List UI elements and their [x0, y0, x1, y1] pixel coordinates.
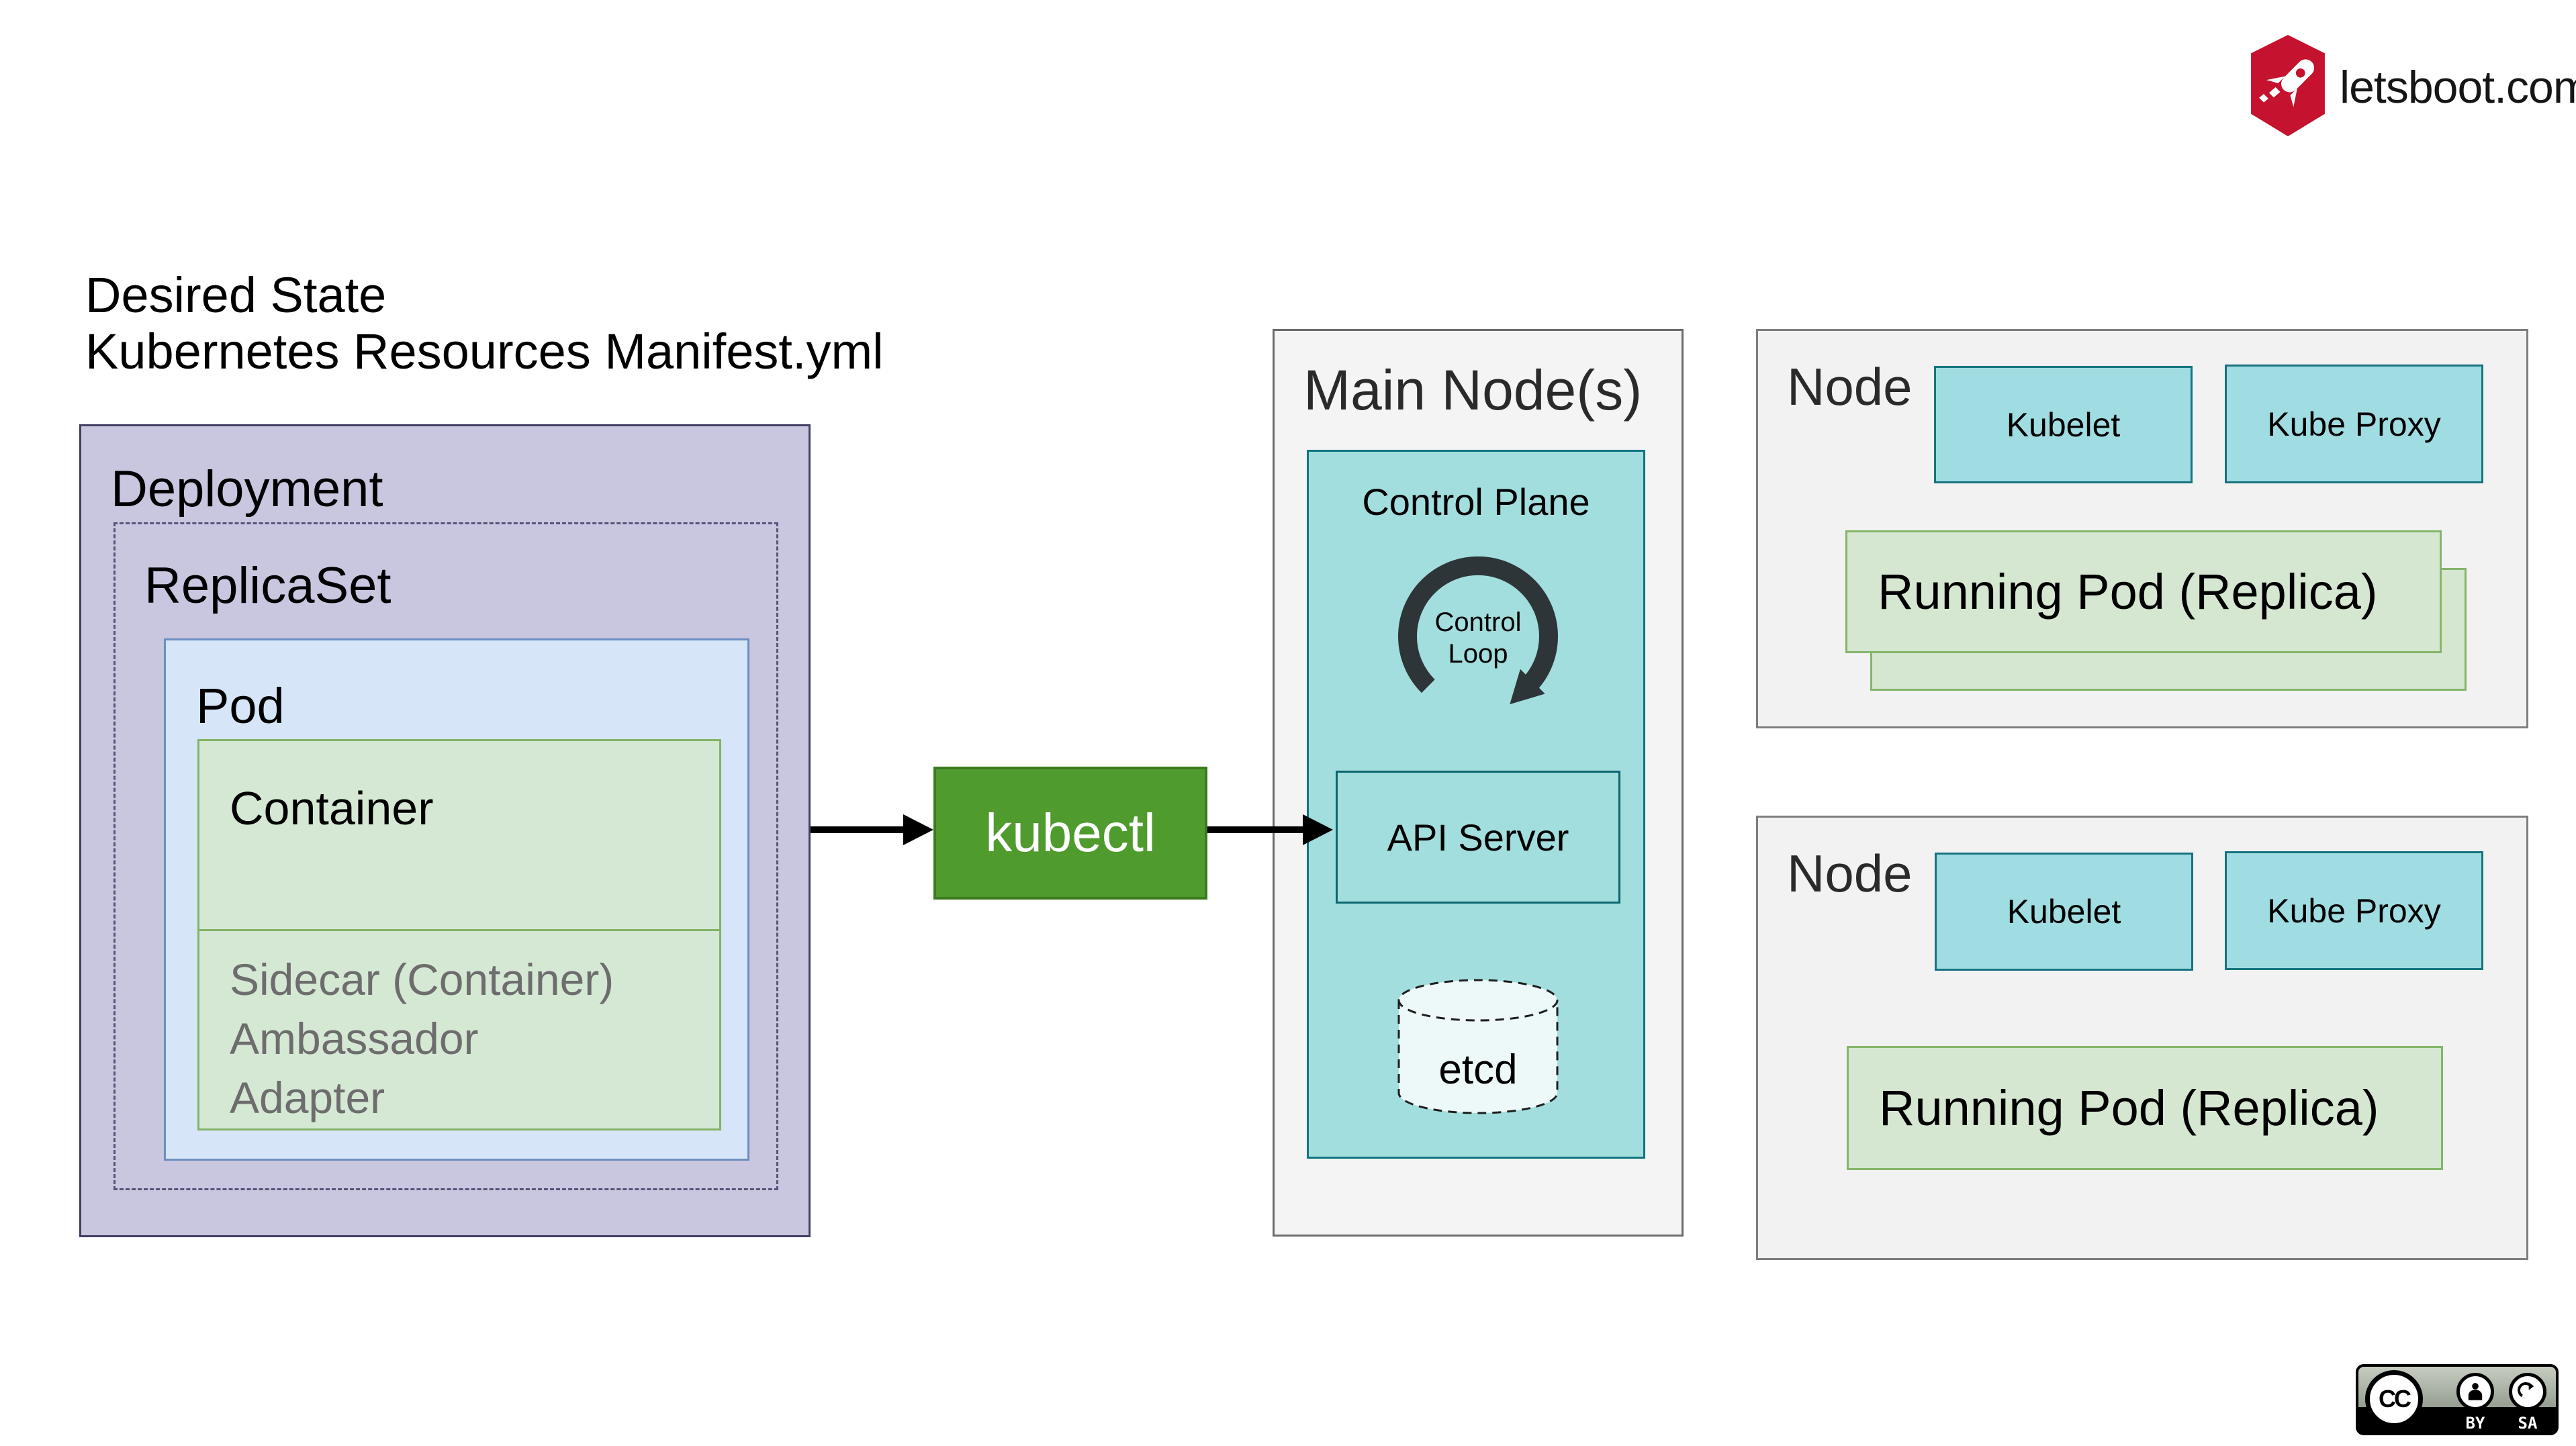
letsboot-logo: letsboot.com — [2248, 34, 2576, 141]
api-server-label: API Server — [1387, 816, 1569, 859]
control-loop-icon — [1398, 556, 1558, 705]
control-loop-text: Control Loop — [1384, 607, 1572, 670]
cc-logo-text: CC — [2379, 1385, 2411, 1412]
api-server-box: API Server — [1336, 771, 1620, 904]
deployment-box: Deployment ReplicaSet Pod Container Side… — [79, 424, 811, 1237]
desired-state-heading: Desired State Kubernetes Resources Manif… — [85, 267, 884, 380]
cc-logo-icon: CC — [2365, 1370, 2423, 1428]
node-top-kube-proxy-box: Kube Proxy — [2225, 365, 2483, 483]
deployment-label: Deployment — [111, 461, 383, 518]
control-plane-label: Control Plane — [1362, 481, 1590, 523]
replicaset-label: ReplicaSet — [144, 557, 392, 614]
control-loop-line2: Loop — [1448, 639, 1508, 669]
pod-label: Pod — [196, 678, 285, 734]
cc-share-alike-icon — [2509, 1373, 2546, 1410]
container-label: Container — [230, 782, 434, 834]
node-bottom-kube-proxy-label: Kube Proxy — [2267, 891, 2441, 930]
letsboot-wordmark: letsboot.com — [2340, 62, 2576, 113]
kubectl-box: kubectl — [933, 767, 1207, 900]
node-box-bottom: Node Kubelet Kube Proxy Running Pod (Rep… — [1756, 816, 2528, 1260]
control-plane-box: Control Plane Control Loop API Server — [1307, 450, 1645, 1159]
node-bottom-kube-proxy-box: Kube Proxy — [2225, 851, 2483, 970]
container-box: Container — [197, 739, 721, 931]
sidecar-line-3: Adapter — [230, 1073, 385, 1122]
desired-state-line1: Desired State — [85, 267, 387, 323]
node-bottom-kubelet-box: Kubelet — [1935, 853, 2193, 971]
replicaset-box: ReplicaSet Pod Container Sidecar (Contai… — [113, 522, 778, 1190]
node-bottom-running-pod-label: Running Pod (Replica) — [1879, 1080, 2379, 1136]
arrow-kubectl-to-api-server — [1207, 814, 1333, 845]
cc-sa-text: SA — [2518, 1414, 2538, 1433]
cc-by-text: BY — [2465, 1414, 2485, 1433]
main-node-title: Main Node(s) — [1303, 358, 1643, 422]
node-box-top: Node Kubelet Kube Proxy Running Pod (Rep… — [1756, 329, 2528, 728]
node-bottom-kubelet-label: Kubelet — [2007, 893, 2121, 930]
node-top-kubelet-box: Kubelet — [1934, 366, 2193, 483]
letsboot-rocket-icon — [2248, 34, 2328, 141]
node-top-running-pod-box: Running Pod (Replica) — [1845, 530, 2442, 653]
desired-state-line2: Kubernetes Resources Manifest.yml — [85, 324, 884, 379]
sidecar-line-2: Ambassador — [230, 1014, 479, 1063]
node-bottom-title: Node — [1787, 844, 1913, 903]
node-top-title: Node — [1787, 357, 1913, 416]
sidecar-lines: Sidecar (Container) Ambassador Adapter — [230, 950, 614, 1127]
node-top-kubelet-label: Kubelet — [2006, 405, 2121, 444]
etcd-database: etcd — [1396, 977, 1560, 1121]
control-loop: Control Loop — [1384, 542, 1572, 730]
cc-by-sa-badge: BY SA CC — [2356, 1364, 2559, 1435]
kubectl-label: kubectl — [985, 803, 1156, 863]
arrow-manifest-to-kubectl — [811, 814, 933, 845]
node-bottom-running-pod-box: Running Pod (Replica) — [1847, 1046, 2443, 1170]
etcd-cylinder-icon — [1397, 979, 1559, 1114]
pod-box: Pod Container Sidecar (Container) Ambass… — [164, 638, 749, 1161]
main-node-box: Main Node(s) Control Plane Control Loop … — [1273, 329, 1684, 1237]
sidecar-box: Sidecar (Container) Ambassador Adapter — [197, 929, 721, 1130]
node-top-running-pod-label: Running Pod (Replica) — [1878, 564, 2378, 620]
node-top-kube-proxy-label: Kube Proxy — [2267, 405, 2441, 443]
etcd-label: etcd — [1438, 1047, 1518, 1093]
cc-attribution-icon — [2456, 1373, 2494, 1410]
sidecar-line-1: Sidecar (Container) — [230, 955, 614, 1004]
control-loop-line1: Control — [1434, 608, 1522, 637]
